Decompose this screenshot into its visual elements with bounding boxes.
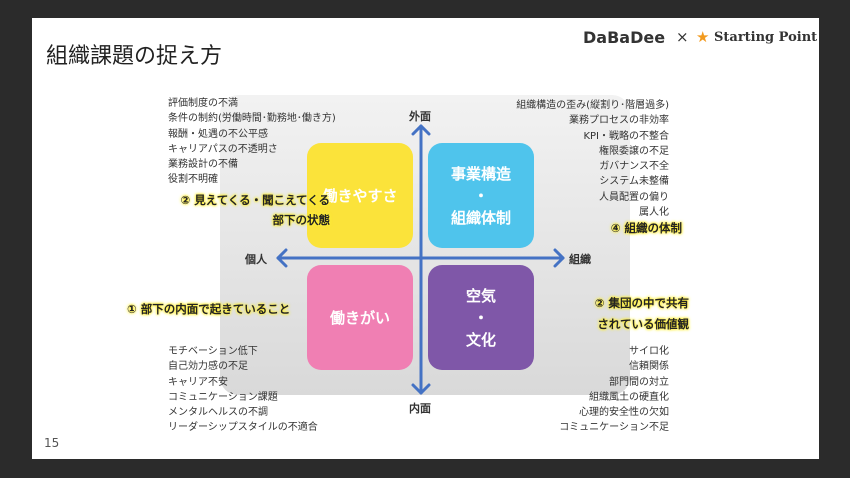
list-item: 組織構造の歪み(縦割り･階層過多) — [516, 100, 669, 111]
issue-list-bottom-right: サイロ化 信頼関係 部門間の対立 組織風土の硬直化 心理的安全性の欠如 コミュニ… — [559, 344, 669, 436]
quadrant-label: 事業構造 — [450, 164, 511, 183]
quadrant-label: ・ — [473, 186, 489, 205]
starting-point-logo: Starting Point — [714, 30, 818, 45]
quadrant-label: 組織体制 — [450, 208, 511, 227]
axis-label-individual: 個人 — [245, 253, 267, 266]
quadrant-label: 空気 — [465, 286, 496, 305]
axis-label-internal: 内面 — [409, 402, 431, 415]
quadrant-label: 文化 — [465, 330, 496, 349]
quadrant-culture: 空気 ・ 文化 — [428, 265, 534, 370]
issue-list-top-right: 組織構造の歪み(縦割り･階層過多) 業務プロセスの非効率 KPI・戦略の不整合 … — [516, 98, 669, 220]
star-icon: ★ — [696, 28, 710, 46]
list-item: 信頼関係 — [629, 361, 669, 373]
list-item: 役割不明確 — [168, 174, 218, 186]
quadrant-label: 働きやすさ — [322, 186, 398, 205]
list-item: コミュニケーション不足 — [559, 422, 669, 434]
page-number: 15 — [44, 436, 60, 450]
list-item: 権限委譲の不足 — [599, 145, 669, 157]
list-item: 業務プロセスの非効率 — [569, 115, 669, 127]
axes — [276, 124, 565, 395]
axis-label-external: 外面 — [409, 110, 431, 123]
times-sign: × — [676, 28, 689, 46]
slide-title: 組織課題の捉え方 — [46, 44, 223, 69]
list-item: コミュニケーション課題 — [168, 391, 278, 403]
label-line: ① 部下の内面で起きていること — [127, 302, 291, 316]
label-inner-state: ① 部下の内面で起きていること — [127, 301, 290, 317]
quadrant-work-ease: 働きやすさ — [307, 143, 413, 248]
list-item: 人員配置の偏り — [599, 191, 669, 203]
right-arrow-icon — [553, 248, 565, 268]
label-visible-state: ② 見えてくる・聞こえてくる 部下の状態 — [181, 190, 330, 230]
quadrant-work-fulfillment: 働きがい — [307, 265, 413, 370]
down-arrow-icon — [411, 383, 431, 395]
issue-list-top-left: 評価制度の不満 条件の制約(労働時間･勤務地･働き方) 報酬・処遇の不公平感 キ… — [168, 96, 336, 188]
label-line: ④ 組織の体制 — [610, 221, 682, 235]
list-item: KPI・戦略の不整合 — [583, 130, 669, 142]
quadrant-label: ・ — [473, 308, 489, 327]
axis-label-organization: 組織 — [569, 253, 591, 266]
list-item: リーダーシップスタイルの不適合 — [168, 422, 318, 434]
list-item: ガバナンス不全 — [599, 161, 669, 173]
dabadee-logo: DaBaDee — [583, 28, 666, 47]
label-org-structure: ④ 組織の体制 — [611, 220, 682, 236]
list-item: サイロ化 — [629, 346, 669, 357]
list-item: システム未整備 — [599, 176, 669, 188]
list-item: 属人化 — [639, 207, 669, 219]
list-item: 組織風土の硬直化 — [589, 391, 669, 403]
list-item: キャリア不安 — [168, 376, 228, 388]
slide: 組織課題の捉え方 DaBaDee × ★ Starting Point 働きやす… — [32, 18, 819, 459]
list-item: 報酬・処遇の不公平感 — [168, 128, 268, 140]
left-arrow-icon — [276, 248, 288, 268]
list-item: 評価制度の不満 — [168, 98, 238, 109]
list-item: 条件の制約(労働時間･勤務地･働き方) — [168, 113, 336, 125]
matrix-background — [220, 95, 630, 395]
list-item: モチベーション低下 — [168, 346, 258, 357]
quadrant-label: 働きがい — [329, 308, 390, 327]
list-item: 業務設計の不備 — [168, 159, 238, 171]
up-arrow-icon — [411, 124, 431, 136]
list-item: 部門間の対立 — [609, 376, 669, 388]
issue-list-bottom-left: モチベーション低下 自己効力感の不足 キャリア不安 コミュニケーション課題 メン… — [168, 344, 318, 436]
list-item: メンタルヘルスの不調 — [168, 407, 268, 419]
list-item: キャリアパスの不透明さ — [168, 143, 278, 155]
label-line: されている価値観 — [597, 317, 689, 331]
label-line: ② 見えてくる・聞こえてくる — [180, 193, 330, 207]
quadrant-business-structure: 事業構造 ・ 組織体制 — [428, 143, 534, 248]
list-item: 自己効力感の不足 — [168, 361, 248, 373]
label-shared-values: ② 集団の中で共有 されている価値観 — [595, 293, 689, 335]
label-line: 部下の状態 — [272, 213, 331, 227]
label-line: ② 集団の中で共有 — [594, 296, 689, 310]
list-item: 心理的安全性の欠如 — [579, 407, 669, 419]
